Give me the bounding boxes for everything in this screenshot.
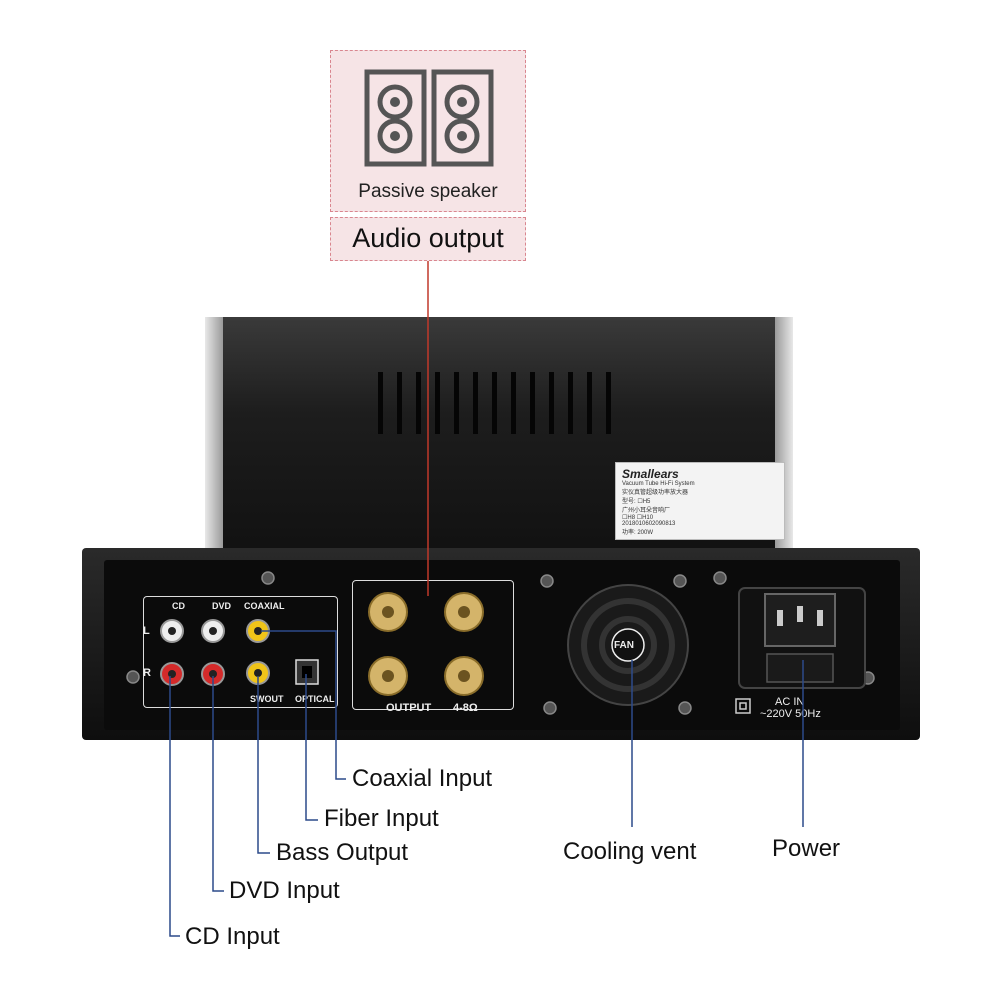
vent-slots <box>378 372 611 434</box>
speaker-output-section <box>352 580 514 710</box>
spec-line: Vacuum Tube Hi-Fi System <box>622 481 695 487</box>
output-label: OUTPUT <box>386 702 432 714</box>
dvd-left-jack <box>201 619 225 643</box>
spec-line: 2018010602090813 <box>622 521 676 527</box>
fan-label: FAN <box>614 640 634 651</box>
input-section <box>143 596 338 708</box>
swout-label: SWOUT <box>250 694 284 704</box>
speaker-label: Passive speaker <box>358 181 498 202</box>
speaker-icon <box>364 69 494 167</box>
voltage-label: ~220V 50Hz <box>760 708 821 720</box>
cd-label: CD <box>172 601 185 611</box>
power-callout: Power <box>772 835 841 862</box>
left-channel-label: L <box>143 625 150 637</box>
brand-name: Smallears <box>622 467 679 481</box>
spec-line: ☐H8 ☐H10 <box>622 515 654 521</box>
power-socket <box>738 587 866 689</box>
housing-edge-left <box>205 317 223 557</box>
cd-left-jack <box>160 619 184 643</box>
ac-in-label: AC IN <box>775 696 805 708</box>
cooling-vent-callout: Cooling vent <box>563 838 697 865</box>
spec-sticker: Smallears Vacuum Tube Hi-Fi System 实仪真管超… <box>615 462 785 540</box>
audio-output-label: Audio output <box>330 217 526 261</box>
spec-line: 型号: ☐H5 <box>622 499 651 505</box>
dvd-label: DVD <box>212 601 232 611</box>
fan-grille <box>567 584 689 706</box>
spec-line: 实仪真管超级功率放大器 <box>622 490 689 496</box>
cd-right-jack <box>160 662 184 686</box>
optical-label: OPTICAL <box>295 694 335 704</box>
passive-speaker-callout: Passive speaker <box>330 50 526 212</box>
coaxial-input-callout: Coaxial Input <box>352 765 493 792</box>
swout-jack <box>246 661 270 685</box>
spec-line: 功率: 200W <box>622 530 654 536</box>
double-insulation-icon <box>735 698 751 714</box>
dvd-input-callout: DVD Input <box>229 877 340 904</box>
bass-output-callout: Bass Output <box>276 839 409 866</box>
spec-line: 广州小耳朵音响厂 <box>622 508 671 514</box>
impedance-label: 4-8Ω <box>453 702 478 714</box>
right-channel-label: R <box>143 667 151 679</box>
fiber-input-callout: Fiber Input <box>324 805 439 832</box>
cd-input-callout: CD Input <box>185 923 280 950</box>
coaxial-label: COAXIAL <box>244 601 285 611</box>
